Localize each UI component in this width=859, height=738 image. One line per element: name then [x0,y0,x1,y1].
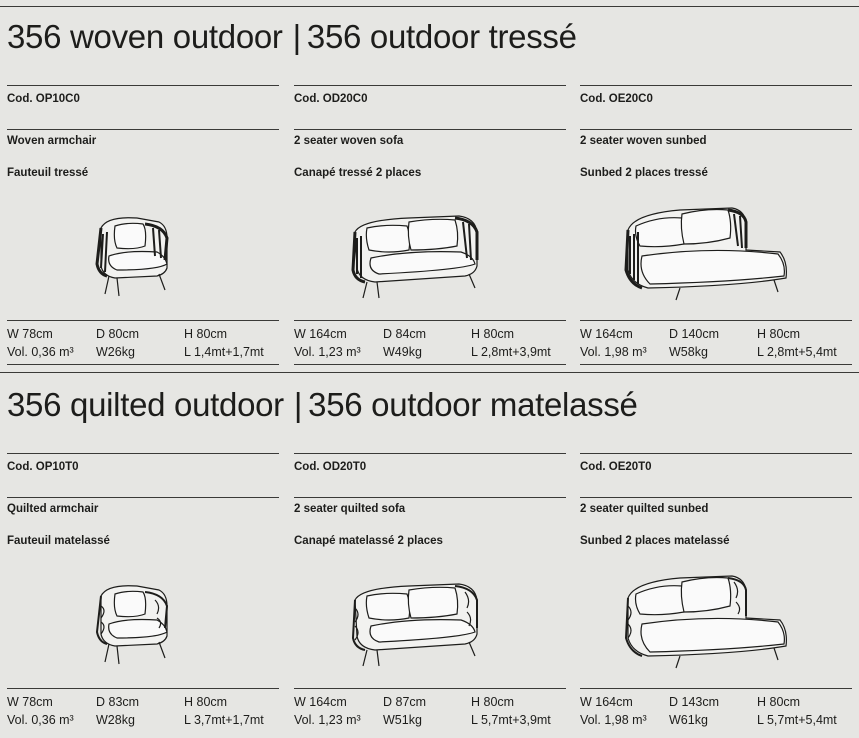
divider [7,364,279,365]
weight-spec: W49kg [383,345,422,359]
divider [580,129,852,130]
product-card: Cod. OE20T0 2 seater quilted sunbed Sunb… [580,368,852,738]
product-card: Cod. OD20T0 2 seater quilted sofa Canapé… [294,368,566,738]
quilted-sunbed-drawing [624,575,787,669]
title-french: 356 outdoor tressé [306,18,577,55]
length-spec: L 3,7mt+1,7mt [184,713,264,727]
product-card: Cod. OP10T0 Quilted armchair Fauteuil ma… [7,368,279,738]
length-spec: L 2,8mt+5,4mt [757,345,837,359]
product-name-en: 2 seater woven sunbed [580,135,707,147]
divider [580,453,852,454]
depth-spec: D 83cm [96,695,140,709]
width-spec: W 78cm [7,695,53,709]
height-spec: H 80cm [184,695,228,709]
divider [294,129,566,130]
product-name-en: 2 seater quilted sofa [294,503,406,515]
divider [7,85,279,86]
divider [7,688,279,689]
product-name-fr: Canapé matelassé 2 places [294,535,443,547]
title-french: 356 outdoor matelassé [308,386,638,423]
quilted-sofa-drawing [351,583,478,667]
height-spec: H 80cm [471,327,515,341]
height-spec: H 80cm [757,695,801,709]
product-name-en: Quilted armchair [7,503,99,515]
divider [294,364,566,365]
width-spec: W 164cm [294,327,347,341]
divider [580,688,852,689]
product-code: Cod. OP10T0 [7,461,79,473]
product-name-fr: Fauteuil matelassé [7,535,110,547]
product-code: Cod. OE20T0 [580,461,652,473]
weight-spec: W28kg [96,713,135,727]
section-title: 356 quilted outdoor|356 outdoor matelass… [7,388,638,421]
product-card: Cod. OE20C0 2 seater woven sunbed Sunbed… [580,0,852,370]
product-code: Cod. OE20C0 [580,93,653,105]
product-code: Cod. OD20C0 [294,93,368,105]
divider [294,85,566,86]
volume-spec: Vol. 0,36 m³ [7,713,74,727]
divider [294,688,566,689]
product-name-en: 2 seater quilted sunbed [580,503,709,515]
height-spec: H 80cm [184,327,228,341]
product-code: Cod. OP10C0 [7,93,80,105]
divider [294,320,566,321]
volume-spec: Vol. 1,98 m³ [580,345,647,359]
product-code: Cod. OD20T0 [294,461,367,473]
depth-spec: D 80cm [96,327,140,341]
product-card: Cod. OD20C0 2 seater woven sofa Canapé t… [294,0,566,370]
title-separator: | [292,18,302,55]
top-divider [0,6,859,7]
depth-spec: D 143cm [669,695,720,709]
product-card: Cod. OP10C0 Woven armchair Fauteuil tres… [7,0,279,370]
length-spec: L 5,7mt+5,4mt [757,713,837,727]
divider [580,320,852,321]
weight-spec: W51kg [383,713,422,727]
depth-spec: D 87cm [383,695,427,709]
divider [7,129,279,130]
height-spec: H 80cm [757,327,801,341]
divider [580,85,852,86]
length-spec: L 5,7mt+3,9mt [471,713,551,727]
woven-armchair-drawing [95,217,169,297]
volume-spec: Vol. 1,23 m³ [294,713,361,727]
weight-spec: W26kg [96,345,135,359]
divider [7,320,279,321]
width-spec: W 164cm [294,695,347,709]
width-spec: W 164cm [580,327,633,341]
product-name-fr: Sunbed 2 places tressé [580,167,708,179]
divider [7,453,279,454]
section-title: 356 woven outdoor|356 outdoor tressé [7,20,577,53]
depth-spec: D 140cm [669,327,720,341]
width-spec: W 164cm [580,695,633,709]
volume-spec: Vol. 1,98 m³ [580,713,647,727]
product-name-en: 2 seater woven sofa [294,135,404,147]
depth-spec: D 84cm [383,327,427,341]
divider [294,453,566,454]
weight-spec: W61kg [669,713,708,727]
divider [580,497,852,498]
height-spec: H 80cm [471,695,515,709]
section-divider [0,372,859,373]
product-name-en: Woven armchair [7,135,97,147]
length-spec: L 1,4mt+1,7mt [184,345,264,359]
width-spec: W 78cm [7,327,53,341]
woven-sunbed-drawing [624,207,787,301]
divider [7,497,279,498]
quilted-armchair-drawing [95,585,169,665]
title-separator: | [293,386,303,423]
product-name-fr: Canapé tressé 2 places [294,167,422,179]
volume-spec: Vol. 1,23 m³ [294,345,361,359]
length-spec: L 2,8mt+3,9mt [471,345,551,359]
weight-spec: W58kg [669,345,708,359]
product-name-fr: Fauteuil tressé [7,167,89,179]
volume-spec: Vol. 0,36 m³ [7,345,74,359]
divider [580,364,852,365]
title-main: 356 woven outdoor [7,18,283,55]
product-name-fr: Sunbed 2 places matelassé [580,535,730,547]
woven-sofa-drawing [351,215,479,299]
divider [294,497,566,498]
title-main: 356 quilted outdoor [7,386,284,423]
